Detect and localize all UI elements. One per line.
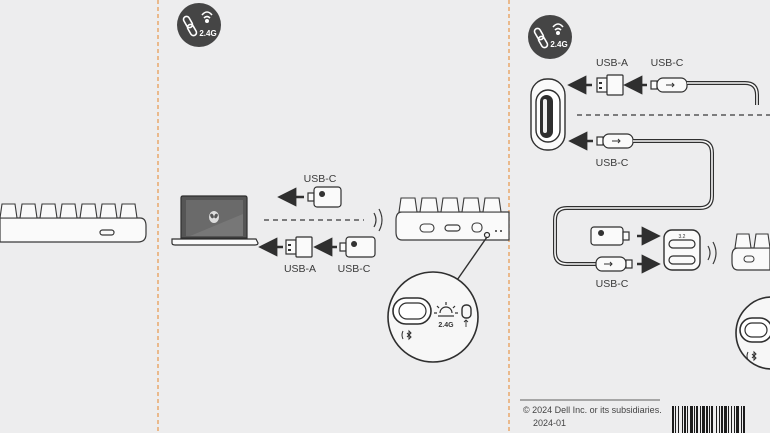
label-usb-c-bottom: USB-C — [338, 263, 371, 275]
label-usb-a: USB-A — [284, 263, 316, 275]
brightness-icon — [434, 302, 458, 317]
hub-port-text: 3.2 — [679, 234, 686, 240]
usb-c-cable-end — [568, 131, 634, 151]
label-usb-c-top: USB-C — [651, 57, 684, 69]
barcode-bar — [694, 406, 695, 433]
link-wireless-icon — [533, 23, 564, 49]
bluetooth-mode-icon — [401, 329, 412, 341]
mode-badge-2-4g: 2.4G — [177, 3, 221, 47]
keycap — [753, 233, 770, 249]
barcode-bar — [721, 406, 723, 433]
barcode — [672, 406, 745, 433]
keycap — [398, 197, 418, 213]
keycap — [734, 233, 752, 249]
barcode-bar — [696, 406, 698, 433]
keycap — [99, 203, 118, 219]
barcode-bar — [684, 406, 686, 433]
barcode-bar — [690, 406, 693, 433]
keycap — [19, 203, 38, 219]
keycap — [419, 197, 439, 213]
usb-cable — [687, 81, 759, 105]
wireless-mouse-top-view — [530, 78, 566, 151]
barcode-bar — [709, 406, 710, 433]
usb-c-port — [444, 224, 461, 232]
switch-zoom-detail — [735, 296, 770, 370]
keyboard-side-view-middle — [395, 197, 510, 241]
barcode-bar — [682, 406, 683, 433]
date-code: 2024-01 — [533, 418, 566, 428]
barcode-bar — [711, 406, 713, 433]
barcode-bar — [700, 406, 701, 433]
zoom-callout-line — [454, 236, 488, 284]
keycap — [59, 203, 78, 219]
barcode-bar — [716, 406, 717, 433]
barcode-bar — [724, 406, 727, 433]
barcode-bar — [687, 406, 688, 433]
keycap — [39, 203, 58, 219]
keycap — [482, 197, 502, 213]
barcode-bar — [734, 406, 735, 433]
keyboard-side-view-left — [0, 203, 147, 243]
mode-badge-2-4g: 2.4G — [528, 15, 572, 59]
link-wireless-icon — [182, 11, 213, 37]
laptop — [171, 195, 259, 246]
label-usb-c-top: USB-C — [304, 173, 337, 185]
badge-text: 2.4G — [199, 29, 216, 38]
usb-c-receiver — [590, 226, 661, 246]
badge-text: 2.4G — [550, 40, 567, 49]
keyboard-side-view-right — [731, 233, 770, 271]
keycap — [79, 203, 98, 219]
wireless-waves-icon — [707, 241, 717, 265]
bluetooth-mode-icon — [746, 350, 757, 362]
switch-zoom-detail: 2.4G — [387, 271, 479, 363]
label-usb-a: USB-A — [596, 57, 628, 69]
barcode-bar — [678, 406, 679, 433]
label-usb-c-mid: USB-C — [596, 157, 629, 169]
wireless-waves-icon — [373, 208, 383, 232]
barcode-bar — [702, 406, 705, 433]
usb-c-cable-end — [595, 254, 661, 274]
label-usb-c-bottom: USB-C — [596, 278, 629, 290]
barcode-bar — [736, 406, 739, 433]
usb-symbol-icon — [463, 319, 469, 327]
keycap — [440, 197, 460, 213]
usb-a-to-c-adapter — [258, 236, 376, 258]
zoom-mode-text: 2.4G — [438, 322, 454, 329]
barcode-bar — [743, 406, 745, 433]
keycap — [0, 203, 18, 219]
barcode-bar — [741, 406, 742, 433]
keycap — [461, 197, 481, 213]
copyright-text: © 2024 Dell Inc. or its subsidiaries. — [523, 405, 662, 415]
usb-c-receiver — [277, 186, 342, 208]
alien-logo-icon — [209, 211, 219, 223]
barcode-bar — [675, 406, 676, 433]
usb-c-port — [99, 229, 115, 236]
barcode-bar — [728, 406, 729, 433]
barcode-bar — [706, 406, 708, 433]
barcode-bar — [672, 406, 674, 433]
barcode-bar — [731, 406, 732, 433]
keycap — [119, 203, 138, 219]
usb-c-hub: 3.2 — [663, 229, 701, 271]
barcode-bar — [719, 406, 720, 433]
usb-a-to-c-adapter — [567, 74, 688, 96]
